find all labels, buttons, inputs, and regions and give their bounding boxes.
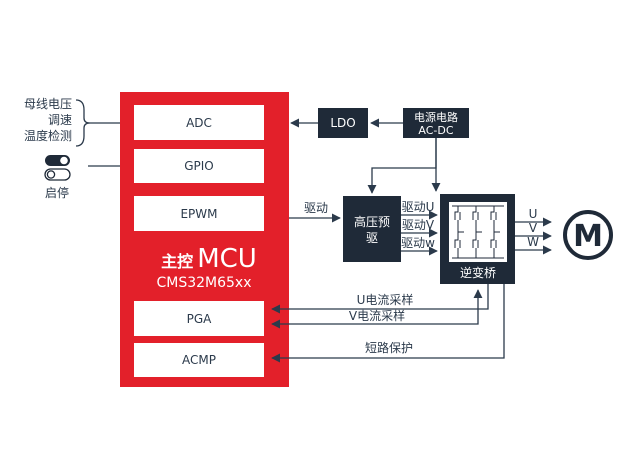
v-current-feedback-line (271, 289, 483, 329)
motor-label: M (573, 219, 603, 254)
mcu-epwm-block: EPWM (134, 196, 264, 231)
adc-input-speed: 调速 (48, 113, 72, 127)
ldo-block: LDO (318, 108, 368, 138)
start-stop-toggle-icon[interactable] (44, 155, 71, 181)
drive-v-label: 驱动V (402, 218, 435, 232)
mcu-acmp-block: ACMP (134, 343, 264, 377)
mcu-title-main: MCU (197, 244, 257, 274)
adc-input-labels: 母线电压 调速 温度检测 (24, 97, 72, 143)
supply-to-predriver-line (367, 138, 437, 194)
power-supply-block: 电源电路 AC-DC (403, 108, 469, 138)
mcu-acmp-label: ACMP (182, 353, 216, 367)
predriver-line1: 高压预 (354, 214, 390, 229)
inverter-switch-icons (452, 205, 504, 259)
adc-input-brace (75, 99, 91, 147)
adc-input-bus-voltage: 母线电压 (24, 97, 72, 111)
power-supply-line1: 电源电路 (414, 110, 458, 124)
phase-v-label: V (529, 221, 538, 235)
short-protect-feedback-line (271, 284, 505, 363)
power-supply-line2: AC-DC (418, 124, 453, 137)
drive-w-label: 驱动w (401, 236, 435, 250)
u-current-label: U电流采样 (357, 292, 414, 307)
mcu-adc-label: ADC (186, 116, 212, 130)
mcu-part-number: CMS32M65xx (156, 275, 251, 291)
predriver-line2: 驱 (366, 231, 378, 245)
predriver-input-label: 驱动 (304, 201, 328, 215)
mcu-title-prefix: 主控 (161, 252, 193, 271)
mcu-adc-block: ADC (134, 105, 264, 140)
mcu-container (120, 92, 289, 387)
start-stop-label: 启停 (45, 185, 69, 200)
inverter-label: 逆变桥 (460, 265, 496, 280)
v-current-label: V电流采样 (349, 308, 405, 323)
drive-u-label: 驱动U (402, 200, 435, 214)
mcu-gpio-block: GPIO (134, 149, 264, 183)
motor-icon: M (563, 210, 613, 260)
mcu-gpio-label: GPIO (184, 159, 214, 173)
phase-w-label: W (527, 235, 539, 249)
mcu-epwm-label: EPWM (180, 207, 217, 221)
mcu-pga-label: PGA (187, 312, 213, 326)
phase-u-label: U (529, 207, 538, 221)
ldo-label: LDO (330, 116, 355, 130)
predriver-block: 高压预 驱 (343, 196, 401, 262)
adc-input-temperature: 温度检测 (24, 128, 72, 143)
inverter-block: 逆变桥 (440, 194, 515, 284)
mcu-pga-block: PGA (134, 301, 264, 336)
short-protect-label: 短路保护 (365, 340, 413, 355)
